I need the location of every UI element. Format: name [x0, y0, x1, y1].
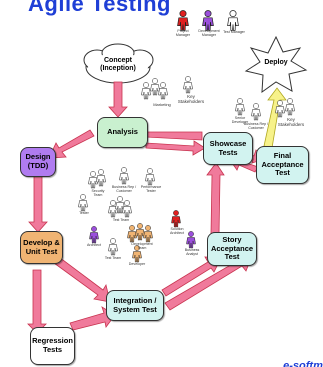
concept-text: Concept (Inception) — [100, 56, 136, 72]
senior-developer-label: Senior Developer — [231, 116, 249, 124]
test-team-label: Test Team — [112, 218, 130, 222]
business-rep-customer-center-label: Business Rep / Customer — [111, 185, 137, 193]
develop-box[interactable]: Develop & Unit Test — [20, 231, 63, 264]
integration-text: Integration / System Test — [113, 295, 157, 314]
concept-cloud — [83, 43, 154, 84]
final-acceptance-box[interactable]: Final Acceptance Test — [256, 146, 309, 184]
project-manager-label: Project Manager — [175, 29, 191, 37]
analysis-text: Analysis — [107, 127, 138, 137]
design-text: Design (TDD) — [25, 152, 51, 170]
development-team-label: Development Team — [131, 242, 153, 250]
developer-label: Developer — [128, 262, 146, 266]
performance-tester-label: Performance Tester — [140, 185, 162, 193]
regression-text: Regression Tests — [32, 336, 73, 354]
diagram-title: Agile Testing — [28, 0, 171, 16]
solution-architect-label: Solution Architect — [170, 227, 184, 235]
concept-stage-label[interactable]: Concept (Inception) — [93, 52, 143, 78]
final-to-deploy-arrow — [263, 87, 287, 149]
story-text: Story Acceptance Test — [210, 235, 254, 262]
business-rep-customer-right-label: Business Rep / Customer — [243, 122, 269, 130]
integration-box[interactable]: Integration / System Test — [106, 290, 164, 321]
showcase-box[interactable]: Showcase Tests — [203, 132, 253, 165]
regression-box[interactable]: Regression Tests — [30, 327, 75, 365]
deploy-text: Deploy — [264, 58, 288, 66]
design-box[interactable]: Design (TDD) — [20, 147, 56, 177]
develop-text: Develop & Unit Test — [23, 237, 60, 256]
security-team-label: Security Team — [91, 189, 105, 197]
tester-label: Tester — [79, 211, 89, 215]
deploy-star — [244, 35, 308, 94]
deploy-label[interactable]: Deploy — [259, 56, 293, 70]
test-manager-label: Test Manager — [223, 30, 245, 34]
business-analyst-label: Business Analyst — [184, 248, 200, 256]
key-stakeholders-top-label: Key Stakeholders — [177, 94, 205, 104]
test-team-sub-label: Test Team — [104, 256, 122, 260]
final-text: Final Acceptance Test — [261, 151, 304, 178]
showcase-text: Showcase Tests — [209, 138, 247, 157]
marketing-label: Marketing — [153, 102, 171, 107]
analysis-box[interactable]: Analysis — [97, 117, 148, 148]
story-acceptance-box[interactable]: Story Acceptance Test — [207, 232, 257, 266]
architect-label: Architect — [87, 243, 101, 247]
company-logo: e-softma — [283, 360, 323, 367]
key-stakeholders-right-label: Key Stakeholders — [277, 117, 305, 127]
development-manager-label: Development Manager — [198, 29, 220, 37]
